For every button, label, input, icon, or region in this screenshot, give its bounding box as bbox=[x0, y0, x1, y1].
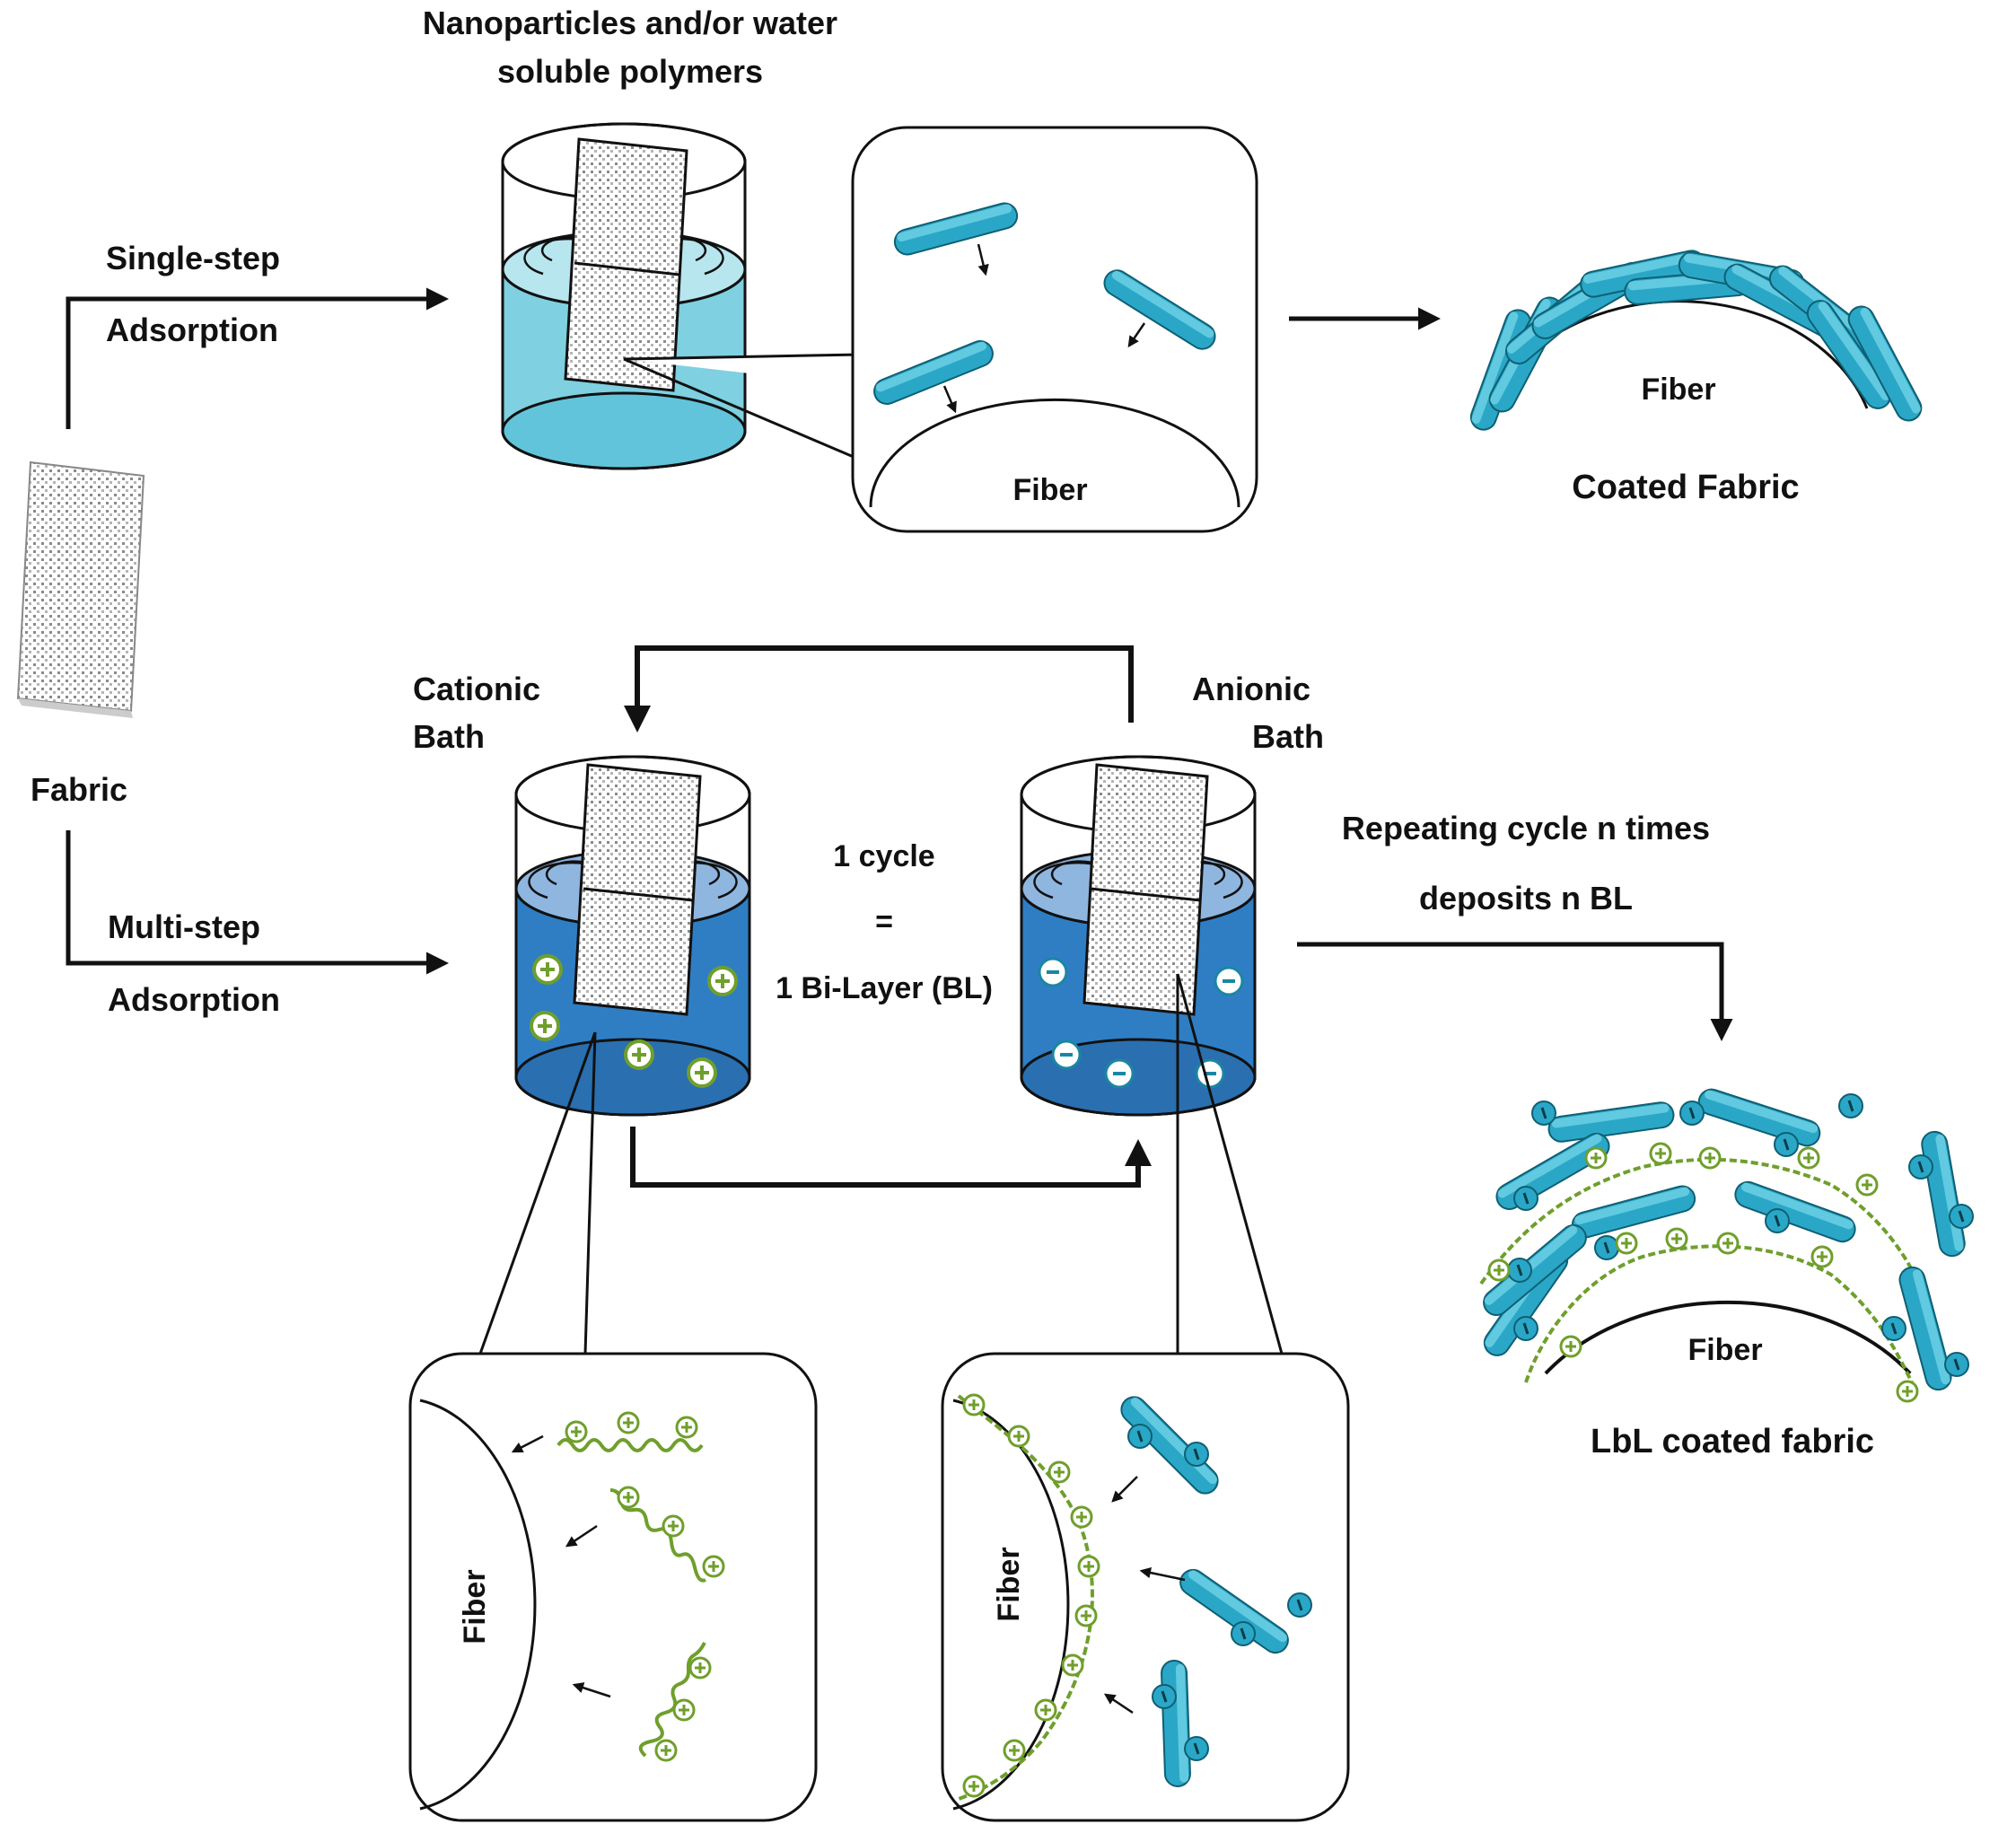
minus-charge-icon bbox=[1038, 957, 1068, 987]
plus-charge-icon bbox=[617, 1411, 640, 1434]
multi-step-arrow bbox=[66, 830, 449, 975]
single-step-label: Single-step bbox=[106, 240, 280, 276]
plus-charge-icon bbox=[672, 1698, 696, 1722]
arrow-icon bbox=[565, 1524, 598, 1548]
coated-fabric-label: Coated Fabric bbox=[1572, 469, 1799, 506]
plus-charge-icon bbox=[565, 1420, 588, 1443]
arrow-icon bbox=[1111, 1476, 1138, 1503]
arrow-icon bbox=[1103, 1693, 1134, 1715]
fiber-lbl-label: Fiber bbox=[1687, 1333, 1762, 1367]
anionic-bath bbox=[1020, 755, 1257, 1117]
lbl-coated-fabric-label: LbL coated fabric bbox=[1591, 1423, 1874, 1460]
multi-adsorption-label: Adsorption bbox=[108, 981, 280, 1018]
cationic-inset: Fiber bbox=[408, 1352, 818, 1822]
cationic-label-line2: Bath bbox=[413, 718, 485, 755]
plus-charge-icon bbox=[687, 1057, 717, 1088]
cationic-bath bbox=[514, 755, 751, 1117]
source-title-line2: soluble polymers bbox=[497, 53, 763, 90]
fiber-coated-label: Fiber bbox=[1641, 373, 1715, 407]
anionic-label-line2: Bath bbox=[1252, 718, 1324, 755]
minus-charge-icon bbox=[1214, 966, 1244, 996]
minus-charge-icon bbox=[1195, 1058, 1225, 1089]
lbl-coated-fiber: Fiber bbox=[1477, 1085, 1975, 1403]
source-title-line1: Nanoparticles and/or water bbox=[423, 4, 837, 41]
cationic-label-line1: Cationic bbox=[413, 671, 540, 707]
repeat-arrow bbox=[1297, 942, 1733, 1041]
return-loop-arrow bbox=[624, 645, 1134, 732]
plus-charge-icon bbox=[617, 1486, 640, 1509]
fiber-anionic-label: Fiber bbox=[992, 1547, 1026, 1621]
fabric-label: Fabric bbox=[31, 771, 127, 808]
single-step-bath bbox=[501, 122, 747, 470]
cycle-line1: 1 cycle bbox=[833, 839, 934, 873]
repeat-line2: deposits n BL bbox=[1419, 880, 1633, 916]
minus-charge-icon bbox=[1051, 1039, 1082, 1070]
plus-charge-icon bbox=[688, 1656, 712, 1680]
anionic-inset: Fiber bbox=[941, 1352, 1350, 1822]
nanoparticle-disc bbox=[1160, 1659, 1192, 1788]
arrow-icon bbox=[572, 1682, 611, 1698]
fiber-cationic-label: Fiber bbox=[458, 1569, 492, 1644]
plus-charge-icon bbox=[532, 954, 563, 985]
cycle-line3: 1 Bi-Layer (BL) bbox=[776, 971, 993, 1005]
coated-fiber: Fiber bbox=[1466, 247, 1927, 434]
repeat-line1: Repeating cycle n times bbox=[1342, 810, 1710, 846]
forward-loop-arrow bbox=[630, 1127, 1152, 1188]
single-step-arrow bbox=[66, 287, 449, 429]
plus-charge-icon bbox=[654, 1739, 678, 1762]
fiber-inset-label: Fiber bbox=[1012, 473, 1087, 507]
plus-charge-icon bbox=[662, 1514, 685, 1538]
arrow-icon bbox=[1139, 1566, 1186, 1582]
fabric-swatch bbox=[16, 460, 145, 718]
plus-charge-icon bbox=[707, 966, 738, 996]
plus-charge-icon bbox=[702, 1555, 725, 1578]
arrow-icon bbox=[511, 1434, 544, 1453]
anionic-label-line1: Anionic bbox=[1192, 671, 1310, 707]
single-step-inset: Fiber bbox=[851, 126, 1258, 533]
single-adsorption-label: Adsorption bbox=[106, 311, 278, 348]
cycle-line2: = bbox=[875, 905, 893, 939]
multi-step-label: Multi-step bbox=[108, 908, 260, 945]
plus-charge-icon bbox=[530, 1011, 560, 1041]
minus-charge-icon bbox=[1104, 1058, 1135, 1089]
plus-charge-icon bbox=[624, 1039, 654, 1070]
plus-charge-icon bbox=[675, 1416, 698, 1439]
